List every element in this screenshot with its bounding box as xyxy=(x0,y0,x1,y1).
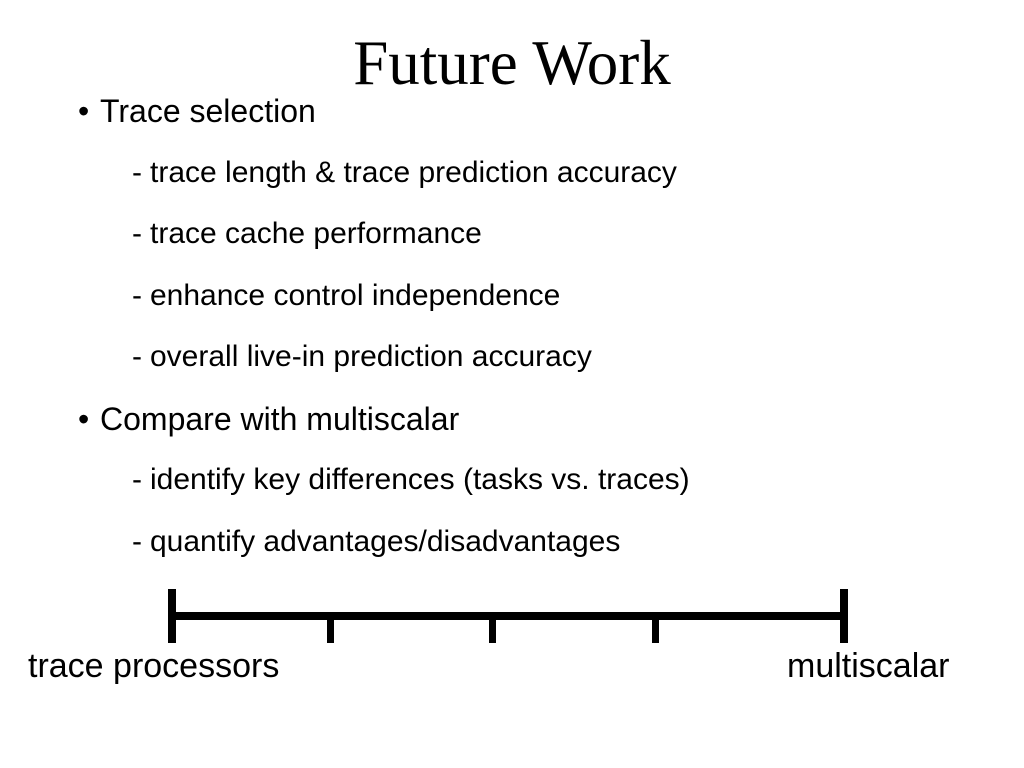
spectrum-endpoint-left-bar xyxy=(168,589,176,643)
spectrum-label-left: trace processors xyxy=(28,647,280,685)
bullet-subitem: - identify key differences (tasks vs. tr… xyxy=(78,463,938,525)
bullet-text: Trace selection xyxy=(100,93,316,129)
dash-marker: - xyxy=(132,278,142,312)
bullet-item: • Trace selection xyxy=(78,93,938,156)
bullet-text: quantify advantages/disadvantages xyxy=(150,524,621,558)
bullet-subitem: - quantify advantages/disadvantages xyxy=(78,525,938,587)
bullet-text: Compare with multiscalar xyxy=(100,400,460,437)
slide-title: Future Work xyxy=(353,28,671,98)
bullet-text: identify key differences (tasks vs. trac… xyxy=(150,463,690,496)
spectrum-tick xyxy=(327,612,334,643)
bullet-list: • Trace selection - trace length & trace… xyxy=(78,93,938,587)
spectrum-endpoint-right-bar xyxy=(840,589,848,643)
spectrum-axis-line xyxy=(168,612,848,620)
bullet-item: • Compare with multiscalar xyxy=(78,400,938,464)
spectrum-tick xyxy=(489,612,496,643)
bullet-text: overall live-in prediction accuracy xyxy=(150,340,592,373)
bullet-text: enhance control independence xyxy=(150,278,561,312)
bullet-marker: • xyxy=(78,93,90,129)
spectrum-axis-diagram xyxy=(168,589,848,643)
bullet-text: trace cache performance xyxy=(150,217,482,250)
dash-marker: - xyxy=(132,524,142,558)
bullet-subitem: - trace length & trace prediction accura… xyxy=(78,156,938,218)
bullet-subitem: - trace cache performance xyxy=(78,217,938,279)
bullet-subitem: - overall live-in prediction accuracy xyxy=(78,340,938,402)
dash-marker: - xyxy=(132,340,142,373)
bullet-subitem: - enhance control independence xyxy=(78,279,938,341)
spectrum-tick xyxy=(652,612,659,643)
bullet-text: trace length & trace prediction accuracy xyxy=(150,155,677,189)
dash-marker: - xyxy=(132,463,142,496)
dash-marker: - xyxy=(132,155,142,189)
spectrum-label-right: multiscalar xyxy=(787,647,950,685)
bullet-marker: • xyxy=(78,400,90,437)
dash-marker: - xyxy=(132,217,142,250)
